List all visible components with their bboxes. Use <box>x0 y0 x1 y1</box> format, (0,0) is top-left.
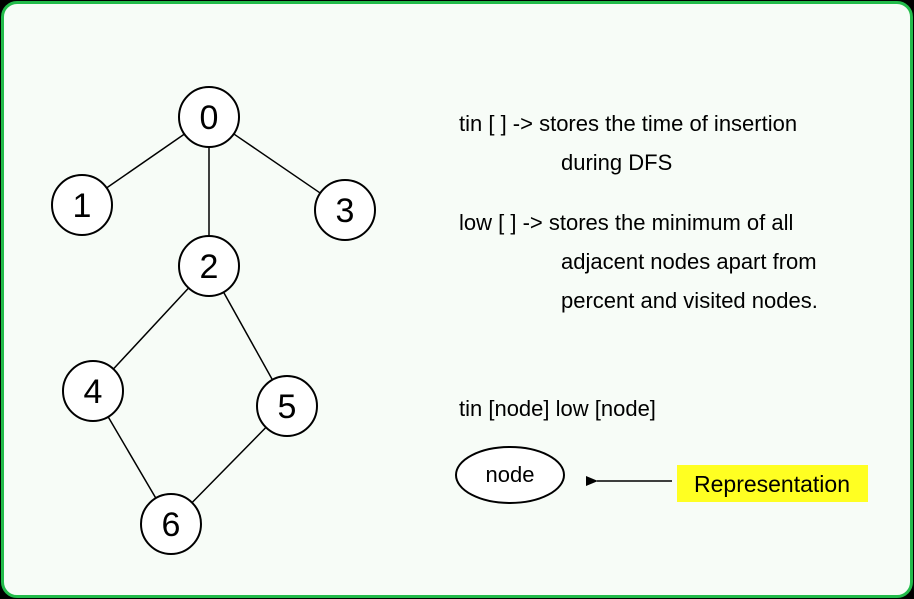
node-circle-5 <box>256 375 318 437</box>
node-circle-3 <box>314 179 376 241</box>
node-label-0: 0 <box>200 99 219 137</box>
low-definition-line-3: percent and visited nodes. <box>561 288 818 313</box>
node-5: 5 <box>256 375 318 437</box>
definitions-text: tin [ ] -> stores the time of insertion … <box>459 111 818 421</box>
low-definition-line-1: low [ ] -> stores the minimum of all <box>459 210 793 235</box>
node-label-4: 4 <box>84 373 103 411</box>
node-circle-6 <box>140 493 202 555</box>
edge-2-5 <box>222 291 274 381</box>
low-definition-line-2: adjacent nodes apart from <box>561 249 817 274</box>
node-circle-0 <box>178 86 240 148</box>
edge-2-4 <box>112 287 190 370</box>
node-circle-1 <box>51 174 113 236</box>
edge-0-3 <box>233 133 321 194</box>
node-circle-2 <box>178 235 240 297</box>
edge-0-1 <box>106 133 185 189</box>
node-label-2: 2 <box>200 248 219 286</box>
node-label-1: 1 <box>73 187 92 225</box>
node-2: 2 <box>178 235 240 297</box>
graph-edges <box>106 133 321 504</box>
tin-definition-line-2: during DFS <box>561 150 672 175</box>
graph-nodes: 0 1 2 3 4 5 6 <box>51 86 376 555</box>
legend-node-label: node <box>486 462 535 487</box>
node-6: 6 <box>140 493 202 555</box>
tin-definition-line-1: tin [ ] -> stores the time of insertion <box>459 111 797 136</box>
legend: node Representation <box>455 446 868 504</box>
node-circle-4 <box>62 360 124 422</box>
node-0: 0 <box>178 86 240 148</box>
representation-label: Representation <box>694 471 850 497</box>
node-3: 3 <box>314 179 376 241</box>
node-format-line: tin [node] low [node] <box>459 396 656 421</box>
edge-4-6 <box>107 416 157 499</box>
node-1: 1 <box>51 174 113 236</box>
node-label-6: 6 <box>162 506 181 544</box>
legend-node-ellipse <box>455 446 565 504</box>
node-label-3: 3 <box>336 192 355 230</box>
edge-5-6 <box>191 426 267 504</box>
node-label-5: 5 <box>278 388 297 426</box>
node-4: 4 <box>62 360 124 422</box>
representation-highlight <box>677 465 868 502</box>
diagram-canvas: 0 1 2 3 4 5 6 tin [ ] -> stores the time of in… <box>51 86 868 555</box>
